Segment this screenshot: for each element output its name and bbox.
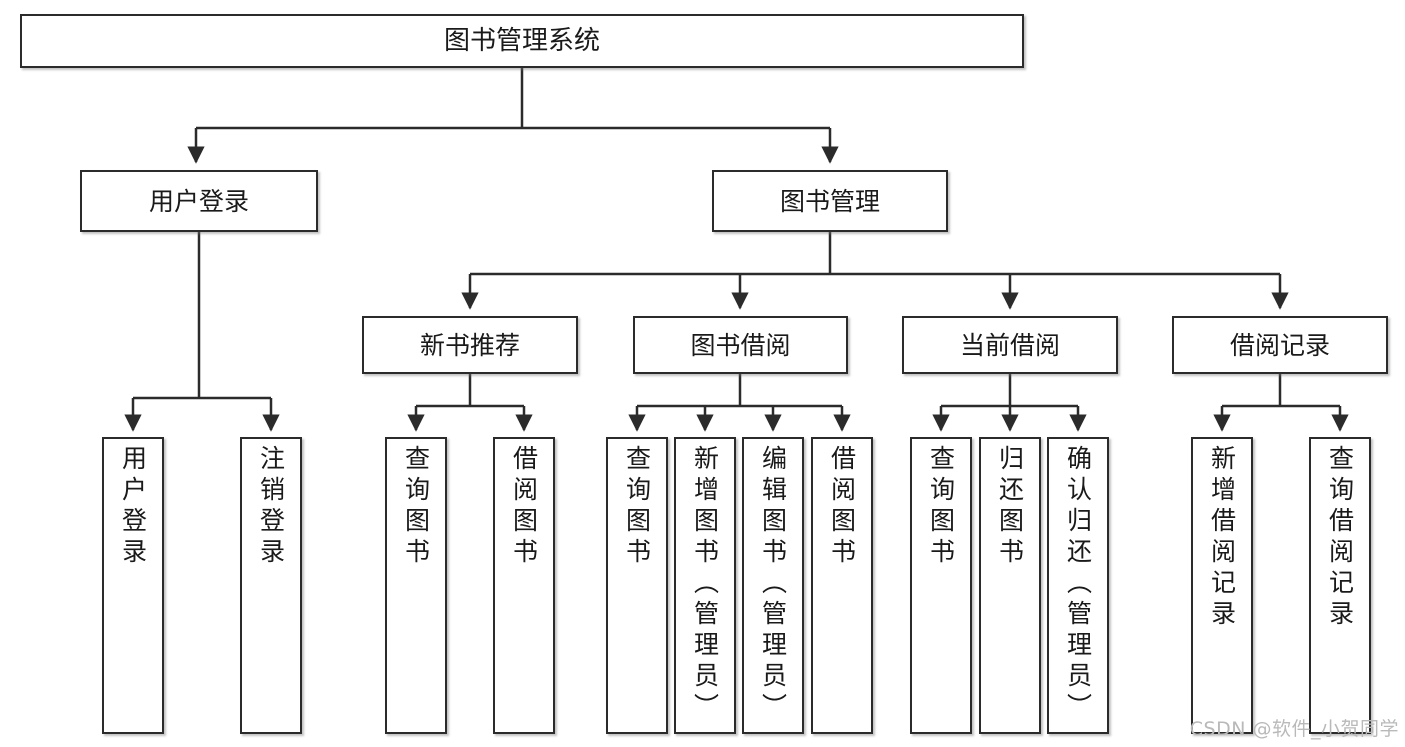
edge-new-book-to-leaves: [407, 374, 533, 432]
node-label: 图书管理系统: [443, 26, 600, 56]
node-user-login[interactable]: 用户登录: [80, 170, 318, 232]
node-label: 当前借阅: [959, 330, 1060, 360]
leaf-user-login-signout[interactable]: 注销登录: [240, 437, 302, 734]
leaf-user-login-signin[interactable]: 用户登录: [102, 437, 164, 734]
edge-borrow-record-to-leaves: [1213, 374, 1349, 432]
node-label: 确认归还（管理员）: [1063, 445, 1093, 724]
node-label: 新增借阅记录: [1207, 445, 1237, 631]
leaf-book-borrow-add[interactable]: 新增图书（管理员）: [674, 437, 736, 734]
leaf-current-borrow-return[interactable]: 归还图书: [979, 437, 1041, 734]
leaf-book-borrow-lend[interactable]: 借阅图书: [811, 437, 873, 734]
leaf-book-borrow-edit[interactable]: 编辑图书（管理员）: [742, 437, 804, 734]
leaf-book-borrow-query[interactable]: 查询图书: [606, 437, 668, 734]
edge-book-borrow-to-leaves: [628, 374, 851, 432]
watermark-text: CSDN @软件_小贺同学: [1189, 718, 1399, 740]
node-label: 查询图书: [401, 445, 431, 569]
leaf-new-book-query[interactable]: 查询图书: [385, 437, 447, 734]
node-book-management[interactable]: 图书管理: [712, 170, 948, 232]
node-label: 图书管理: [779, 186, 880, 216]
leaf-current-borrow-confirm-return[interactable]: 确认归还（管理员）: [1047, 437, 1109, 734]
node-label: 图书借阅: [690, 330, 791, 360]
node-label: 借阅图书: [827, 445, 857, 569]
edge-book-mgmt-to-level3: [461, 232, 1289, 310]
leaf-new-book-borrow[interactable]: 借阅图书: [493, 437, 555, 734]
edge-user-login-to-leaves: [124, 232, 280, 432]
edge-current-borrow-to-leaves: [932, 374, 1087, 432]
node-root-system[interactable]: 图书管理系统: [20, 14, 1024, 68]
node-current-borrow[interactable]: 当前借阅: [902, 316, 1118, 374]
node-borrow-record[interactable]: 借阅记录: [1172, 316, 1388, 374]
leaf-borrow-record-add[interactable]: 新增借阅记录: [1191, 437, 1253, 734]
node-label: 编辑图书（管理员）: [758, 445, 788, 724]
node-label: 归还图书: [995, 445, 1025, 569]
leaf-current-borrow-query[interactable]: 查询图书: [910, 437, 972, 734]
node-new-book-recommend[interactable]: 新书推荐: [362, 316, 578, 374]
node-label: 新增图书（管理员）: [690, 445, 720, 724]
node-label: 新书推荐: [419, 330, 520, 360]
edge-root-to-level2: [187, 68, 839, 164]
node-label: 查询图书: [622, 445, 652, 569]
node-label: 借阅图书: [509, 445, 539, 569]
node-label: 用户登录: [148, 186, 249, 216]
leaf-borrow-record-query[interactable]: 查询借阅记录: [1309, 437, 1371, 734]
node-label: 借阅记录: [1229, 330, 1330, 360]
node-label: 用户登录: [118, 445, 148, 569]
node-label: 注销登录: [256, 445, 286, 569]
node-label: 查询借阅记录: [1325, 445, 1355, 631]
node-label: 查询图书: [926, 445, 956, 569]
node-book-borrow[interactable]: 图书借阅: [633, 316, 848, 374]
